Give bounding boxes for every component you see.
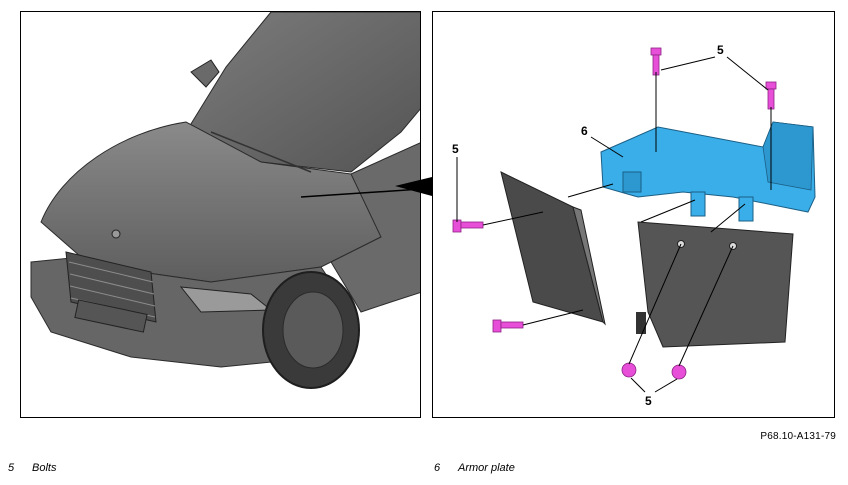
windshield [185,12,420,173]
side-mirror [190,59,220,88]
vehicle-overview-panel [20,11,421,418]
callout-armor-plate: 6 [581,124,588,138]
wiper [210,131,312,173]
callout-bolts: 5 [717,43,724,57]
bolt [492,319,524,333]
bolt [765,81,777,110]
vehicle-illustration [30,12,420,389]
bolt [650,47,662,76]
figure-reference-code: P68.10-A131-79 [760,431,836,442]
right-cover-tab [636,312,646,334]
armor-plate [600,121,816,222]
legend-label: Armor plate [458,462,515,474]
legend-item-bolts: 5 Bolts [8,462,56,474]
legend-item-armor-plate: 6 Armor plate [434,462,515,474]
callout-bolts: 5 [645,394,652,408]
exploded-view: 5 5 5 6 [452,43,816,408]
legend-number: 5 [8,462,15,474]
callout-bolts: 5 [452,142,459,156]
bolt [671,364,687,380]
license-plate [74,299,148,333]
left-cover-edge [572,206,606,326]
legend-number: 6 [434,462,441,474]
hood-emblem [111,229,121,239]
legend-label: Bolts [32,462,57,474]
wheel-rim [282,291,344,369]
leader-lines [456,56,772,393]
detail-panel: 5 5 5 6 [432,11,835,418]
bolt [621,362,637,378]
